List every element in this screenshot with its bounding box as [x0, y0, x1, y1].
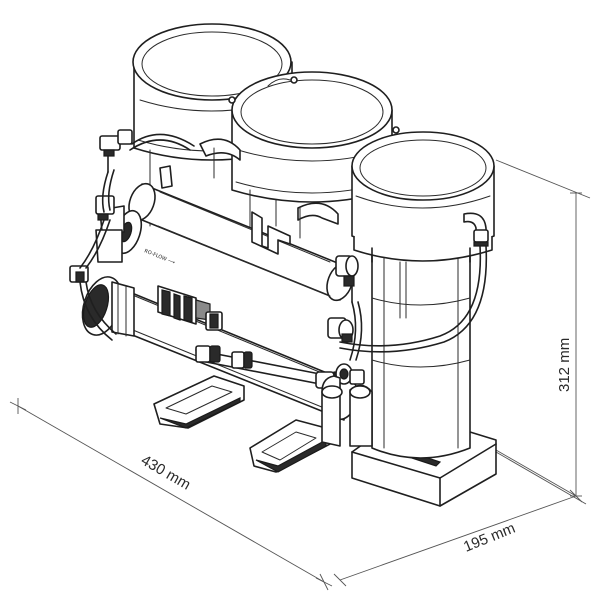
fitting-mid	[327, 317, 354, 343]
depth-label: 195 mm	[461, 520, 518, 556]
height-label: 312 mm	[556, 338, 573, 392]
membrane-tube-upper: RO-FLOW ⟶	[128, 165, 354, 302]
mounting-brackets	[199, 138, 301, 239]
tubing	[79, 133, 488, 361]
bolt	[228, 96, 236, 104]
fitting-left-top	[99, 129, 133, 173]
fitting-left-low	[69, 265, 89, 283]
fitting-lower-left	[205, 311, 223, 331]
base-foot-right	[249, 419, 331, 473]
bolt	[392, 126, 400, 134]
outlet-elbow	[321, 375, 373, 447]
filter-housing-3-column	[371, 249, 471, 459]
fitting-upper-right	[335, 255, 359, 303]
width-label: 430 mm	[138, 452, 193, 494]
lower-tube-nut	[81, 276, 135, 337]
elbow-fitting-right	[463, 212, 489, 247]
base-foot-left	[153, 375, 245, 429]
dimension-height: 312 mm	[495, 159, 591, 497]
filter-housing-3	[351, 131, 495, 319]
bolt	[290, 76, 298, 84]
flow-restrictor	[195, 345, 321, 385]
lid-bridge-1	[267, 78, 291, 87]
svg-text:RO-FLOW ⟶: RO-FLOW ⟶	[143, 248, 175, 266]
